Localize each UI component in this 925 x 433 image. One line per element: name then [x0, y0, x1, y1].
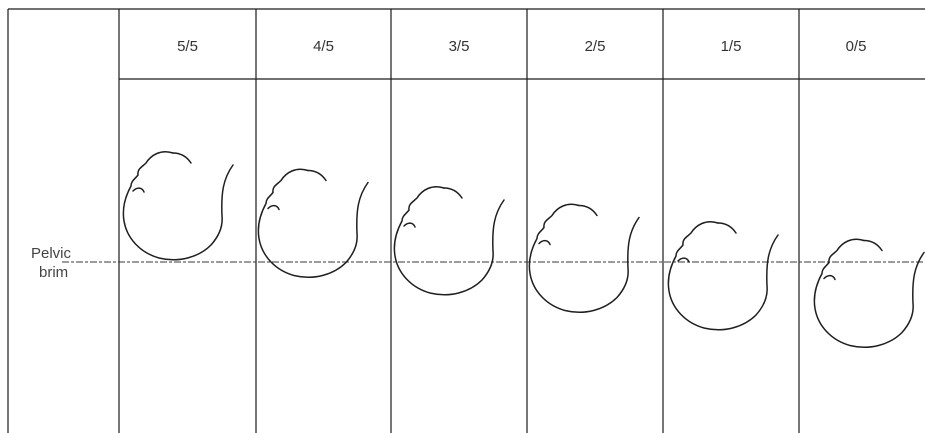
hair-mark: [718, 223, 736, 233]
head-outline: [394, 187, 504, 295]
head-outline: [668, 222, 778, 330]
ear-mark: [133, 188, 144, 192]
column-headers: 5/5 4/5 3/5 2/5 1/5 0/5: [177, 38, 866, 55]
column-header-4: 2/5: [585, 38, 606, 55]
ear-mark: [678, 258, 689, 262]
hair-mark: [864, 241, 882, 251]
column-header-2: 4/5: [313, 38, 334, 55]
fetal-head-5-of-5: [123, 152, 233, 260]
pelvic-brim-label: Pelvic brim: [31, 245, 72, 281]
column-header-6: 0/5: [846, 38, 867, 55]
ear-mark: [539, 241, 550, 245]
head-outline: [123, 152, 233, 260]
hair-mark: [579, 206, 597, 216]
fetal-head-4-of-5: [258, 169, 368, 277]
head-outline: [814, 239, 924, 347]
hair-mark: [308, 171, 326, 181]
ear-mark: [404, 223, 415, 227]
fetal-head-drawings: [123, 152, 924, 348]
hair-mark: [444, 188, 462, 198]
fetal-head-1-of-5: [668, 222, 778, 330]
column-header-1: 5/5: [177, 38, 198, 55]
hair-mark: [173, 153, 191, 163]
ear-mark: [268, 206, 279, 210]
pelvic-brim-label-line2: brim: [39, 264, 68, 281]
fetal-head-2-of-5: [529, 204, 639, 312]
table-grid: [8, 9, 925, 433]
fetal-head-3-of-5: [394, 187, 504, 295]
column-header-5: 1/5: [721, 38, 742, 55]
column-header-3: 3/5: [449, 38, 470, 55]
pelvic-brim-label-line1: Pelvic: [31, 245, 72, 262]
fetal-head-0-of-5: [814, 239, 924, 347]
head-outline: [258, 169, 368, 277]
head-outline: [529, 204, 639, 312]
ear-mark: [824, 276, 835, 280]
